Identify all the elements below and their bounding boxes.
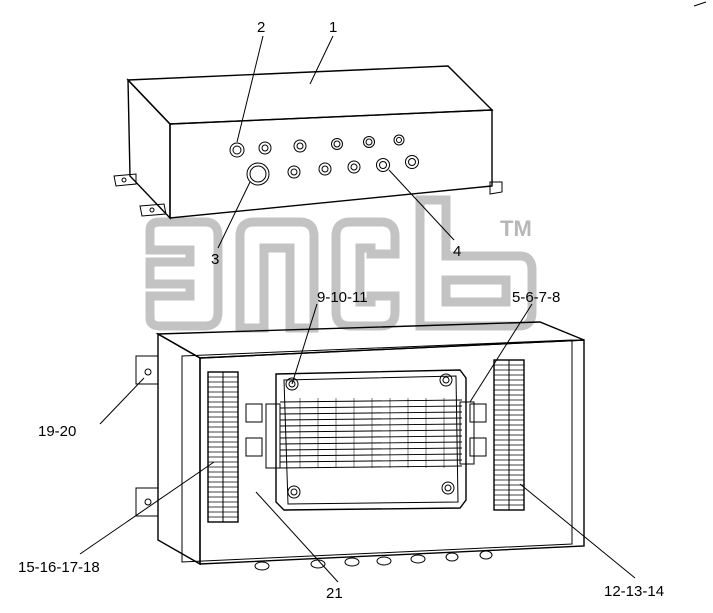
- leader-lines: [79, 35, 636, 583]
- callout-labels: 2 1 3 4 9-10-11 5-6-7-8 19-20 15-16-17-1…: [18, 19, 664, 602]
- top-cover: [113, 65, 503, 220]
- terminal-strip-left: [207, 371, 239, 523]
- large-gland: [246, 162, 270, 186]
- callout-3: 3: [211, 251, 219, 268]
- gland-top-row: [229, 134, 405, 158]
- cooling-fin: [279, 429, 463, 433]
- cooling-fin: [279, 447, 463, 451]
- cooling-fin: [279, 399, 463, 403]
- callout-21: 21: [326, 585, 343, 602]
- cooling-fin: [279, 423, 463, 427]
- cooling-fin: [279, 459, 463, 463]
- callout-12-13-14: 12-13-14: [604, 583, 664, 600]
- central-module: [265, 369, 475, 511]
- mount-tab-upper: [135, 355, 159, 385]
- base-bottom-glands: [254, 550, 493, 571]
- cooling-fin: [279, 411, 463, 415]
- cover-flange-right: [489, 181, 503, 195]
- cooling-fin: [279, 435, 463, 439]
- cooling-fin: [279, 465, 463, 469]
- watermark-trademark: TM: [500, 216, 532, 241]
- base-box: [135, 321, 585, 571]
- cover-glands: [229, 134, 419, 186]
- callout-5-6-7-8: 5-6-7-8: [512, 289, 560, 306]
- watermark-logo: TM: [145, 195, 537, 333]
- corner-mark: [693, 1, 707, 7]
- gland-bottom-row: [287, 155, 419, 179]
- callout-2: 2: [257, 19, 265, 36]
- callout-19-20: 19-20: [38, 423, 76, 440]
- cover-flange-bottom-left: [139, 203, 167, 217]
- cooling-fin: [279, 453, 463, 457]
- callout-9-10-11: 9-10-11: [317, 289, 368, 306]
- cover-flange-left: [113, 173, 137, 187]
- cooling-fin: [279, 441, 463, 445]
- callout-1: 1: [329, 19, 337, 36]
- terminal-strip-right: [493, 359, 525, 511]
- cooling-fin: [279, 405, 463, 409]
- mount-tab-lower: [135, 487, 159, 517]
- callout-15-16-17-18: 15-16-17-18: [18, 559, 100, 576]
- cooling-fin: [279, 417, 463, 421]
- side-blocks: [245, 403, 487, 457]
- callout-4: 4: [453, 243, 461, 260]
